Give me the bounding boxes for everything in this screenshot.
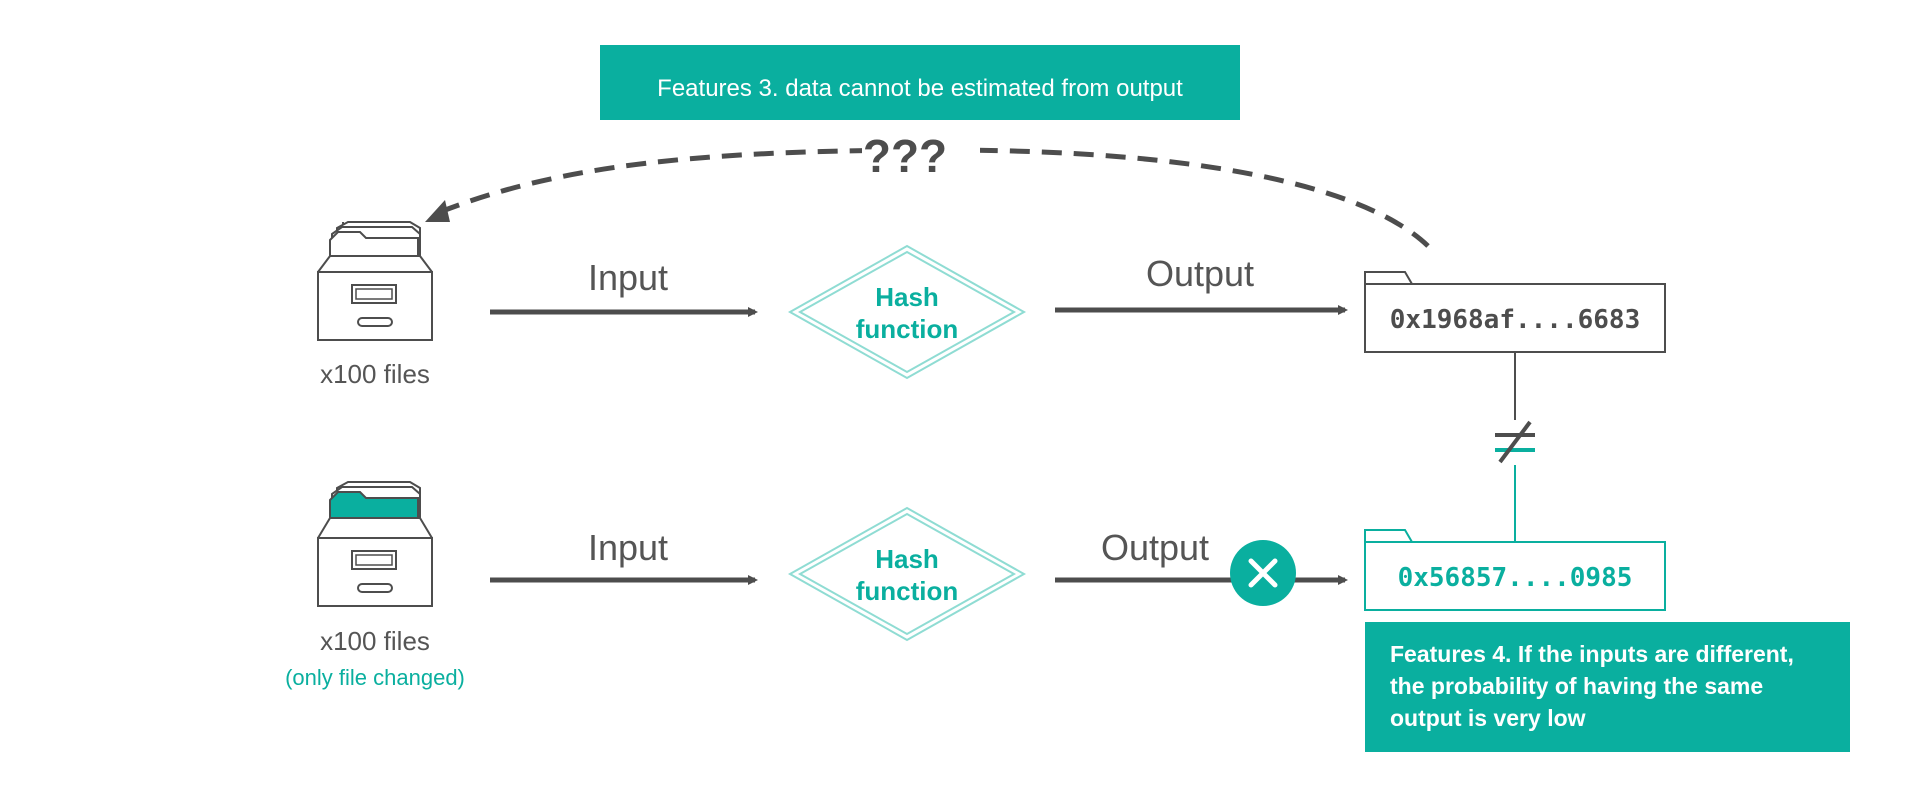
changed-file-cabinet-icon — [317, 481, 433, 607]
row-1-files-label: x100 files — [320, 359, 430, 389]
features-4-line2: the probability of having the same — [1390, 673, 1763, 699]
features-3-banner: Features 3. data cannot be estimated fro… — [600, 45, 1240, 120]
row-2-hash-function: Hash function — [787, 506, 1027, 642]
folder-tab-icon — [1364, 271, 1413, 285]
row-2-input-label: Input — [588, 527, 668, 568]
x-mark-icon — [1230, 540, 1296, 606]
row-1-hash-value: 0x1968af....6683 — [1390, 305, 1640, 335]
dashed-return-arrow: ??? — [425, 128, 1430, 248]
row-2-files-label: x100 files — [320, 626, 430, 656]
row-1-hash-result: 0x1968af....6683 — [1364, 271, 1666, 353]
row-2-output-label: Output — [1101, 527, 1209, 568]
row-1-hash-line2: function — [856, 314, 959, 344]
row-2: x100 files (only file changed) Input Has… — [285, 481, 1666, 690]
dashed-arrow-head-icon — [425, 200, 450, 222]
row-2-hash-result: 0x56857....0985 — [1364, 529, 1666, 611]
row-1-input-label: Input — [588, 257, 668, 298]
features-3-text: Features 3. data cannot be estimated fro… — [657, 75, 1183, 102]
row-2-hash-value: 0x56857....0985 — [1398, 563, 1633, 593]
row-2-hash-line1: Hash — [875, 544, 939, 574]
row-1-output-label: Output — [1146, 253, 1254, 294]
row-2-hash-line2: function — [856, 576, 959, 606]
features-4-box: Features 4. If the inputs are different,… — [1365, 622, 1850, 752]
features-4-line3: output is very low — [1390, 705, 1586, 731]
file-cabinet-icon — [317, 221, 433, 341]
row-1-hash-line1: Hash — [875, 282, 939, 312]
not-equal-connector: ≠ — [0, 0, 1535, 542]
row-1-hash-function: Hash function — [787, 244, 1027, 380]
features-4-line1: Features 4. If the inputs are different, — [1390, 641, 1794, 667]
row-1: x100 files Input Hash function Output 0x… — [317, 221, 1666, 389]
not-equal-symbol: ≠ — [0, 0, 1, 1]
unknown-marks: ??? — [863, 130, 947, 182]
row-2-files-sublabel: (only file changed) — [285, 665, 465, 690]
